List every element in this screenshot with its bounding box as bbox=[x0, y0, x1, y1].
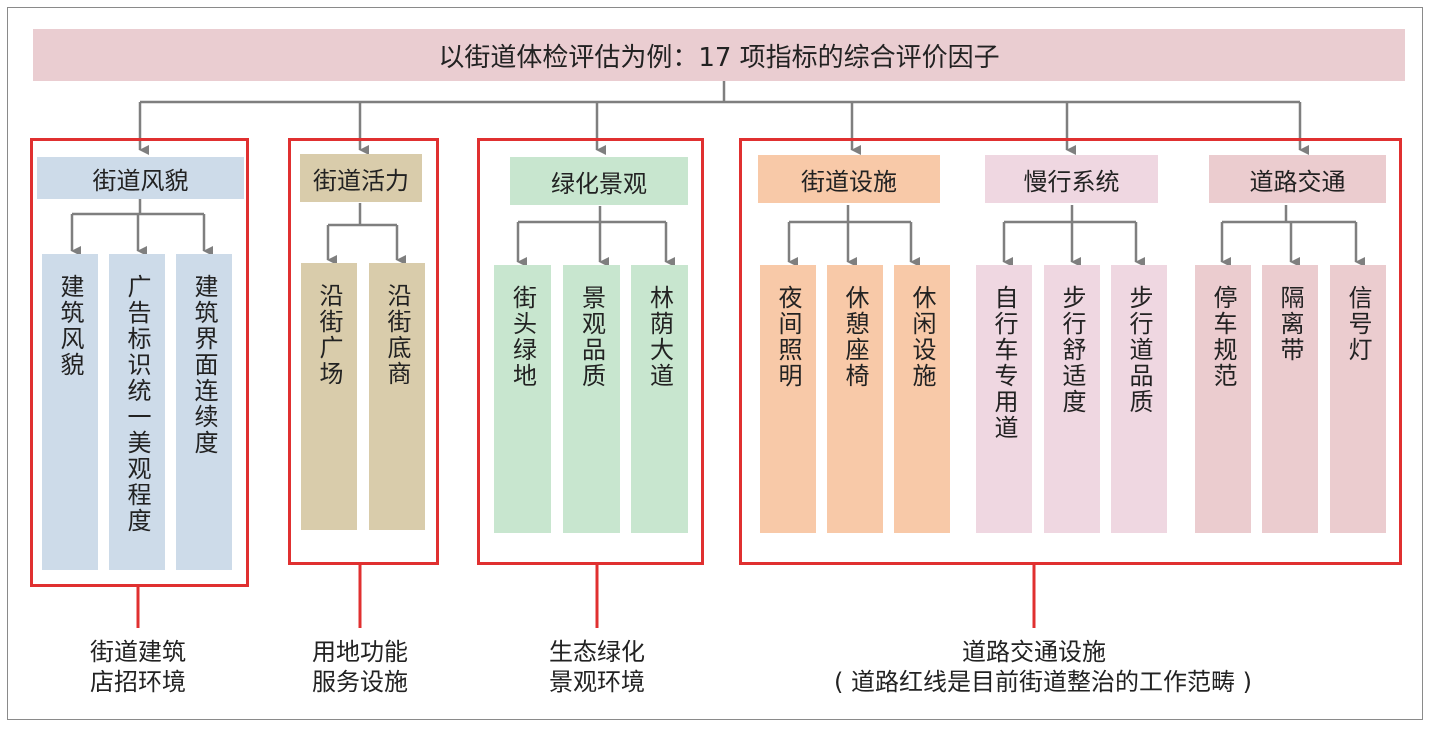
group-box-land-use bbox=[288, 138, 439, 565]
leaf-traffic-light: 信号灯 bbox=[1330, 265, 1386, 533]
leaf-building-style: 建筑风貌 bbox=[42, 254, 98, 570]
leaf-sidewalk-quality: 步行道品质 bbox=[1111, 265, 1167, 533]
leaf-street-greenspace: 街头绿地 bbox=[494, 265, 551, 533]
leaf-label: 停车规范 bbox=[1209, 285, 1237, 389]
diagram-frame bbox=[7, 7, 1423, 720]
caption-line-1: 街道建筑 bbox=[90, 638, 186, 666]
caption-land-use: 用地功能 服务设施 bbox=[260, 637, 460, 697]
leaf-label: 建筑风貌 bbox=[56, 274, 84, 378]
caption-line-2: 景观环境 bbox=[549, 668, 645, 696]
leaf-label: 林荫大道 bbox=[645, 285, 674, 389]
leaf-label: 广告标识统一美观程度 bbox=[123, 274, 151, 534]
caption-line-2: 服务设施 bbox=[312, 668, 408, 696]
group-box-road-traffic bbox=[739, 138, 1402, 565]
leaf-label: 步行舒适度 bbox=[1058, 285, 1086, 415]
caption-line-2: 店招环境 bbox=[90, 668, 186, 696]
leaf-label: 街头绿地 bbox=[508, 285, 537, 389]
leaf-leisure-facilities: 休闲设施 bbox=[894, 265, 950, 533]
leaf-parking-rules: 停车规范 bbox=[1195, 265, 1251, 533]
category-road-traffic: 道路交通 bbox=[1209, 155, 1386, 203]
leaf-median-barrier: 隔离带 bbox=[1262, 265, 1318, 533]
leaf-label: 景观品质 bbox=[577, 285, 606, 389]
category-street-style: 街道风貌 bbox=[37, 157, 244, 199]
leaf-label: 休闲设施 bbox=[908, 285, 936, 389]
caption-line-1: 道路交通设施 bbox=[962, 638, 1106, 666]
leaf-label: 自行车专用道 bbox=[990, 285, 1018, 441]
caption-line-2: ( 道路红线是目前街道整治的工作范畴 ) bbox=[834, 668, 1252, 696]
diagram-title: 以街道体检评估为例：17 项指标的综合评价因子 bbox=[33, 29, 1405, 81]
caption-road-traffic: 道路交通设施 ( 道路红线是目前街道整治的工作范畴 ) bbox=[834, 637, 1252, 697]
leaf-label: 夜间照明 bbox=[774, 285, 802, 389]
leaf-street-shops: 沿街底商 bbox=[369, 263, 425, 530]
leaf-landscape-quality: 景观品质 bbox=[563, 265, 620, 533]
leaf-label: 沿街底商 bbox=[383, 283, 411, 387]
group-box-ecology bbox=[477, 138, 704, 565]
category-street-facilities: 街道设施 bbox=[758, 155, 940, 203]
leaf-label: 休憩座椅 bbox=[841, 285, 869, 389]
leaf-label: 建筑界面连续度 bbox=[190, 274, 218, 456]
leaf-label: 步行道品质 bbox=[1125, 285, 1153, 415]
caption-line-1: 用地功能 bbox=[312, 638, 408, 666]
leaf-street-plaza: 沿街广场 bbox=[301, 263, 357, 530]
leaf-benches: 休憩座椅 bbox=[827, 265, 883, 533]
leaf-label: 隔离带 bbox=[1276, 285, 1304, 363]
leaf-walking-comfort: 步行舒适度 bbox=[1044, 265, 1100, 533]
caption-street-buildings: 街道建筑 店招环境 bbox=[38, 637, 238, 697]
caption-line-1: 生态绿化 bbox=[549, 638, 645, 666]
category-greening: 绿化景观 bbox=[510, 157, 688, 205]
caption-ecology: 生态绿化 景观环境 bbox=[497, 637, 697, 697]
leaf-facade-continuity: 建筑界面连续度 bbox=[176, 254, 232, 570]
category-street-vitality: 街道活力 bbox=[300, 154, 422, 202]
leaf-signage-uniformity: 广告标识统一美观程度 bbox=[109, 254, 165, 570]
leaf-bike-lane: 自行车专用道 bbox=[976, 265, 1032, 533]
leaf-label: 信号灯 bbox=[1344, 285, 1372, 363]
group-box-street-buildings bbox=[30, 138, 249, 587]
leaf-night-lighting: 夜间照明 bbox=[760, 265, 816, 533]
category-slow-traffic: 慢行系统 bbox=[985, 155, 1158, 203]
leaf-label: 沿街广场 bbox=[315, 283, 343, 387]
leaf-boulevard: 林荫大道 bbox=[631, 265, 688, 533]
